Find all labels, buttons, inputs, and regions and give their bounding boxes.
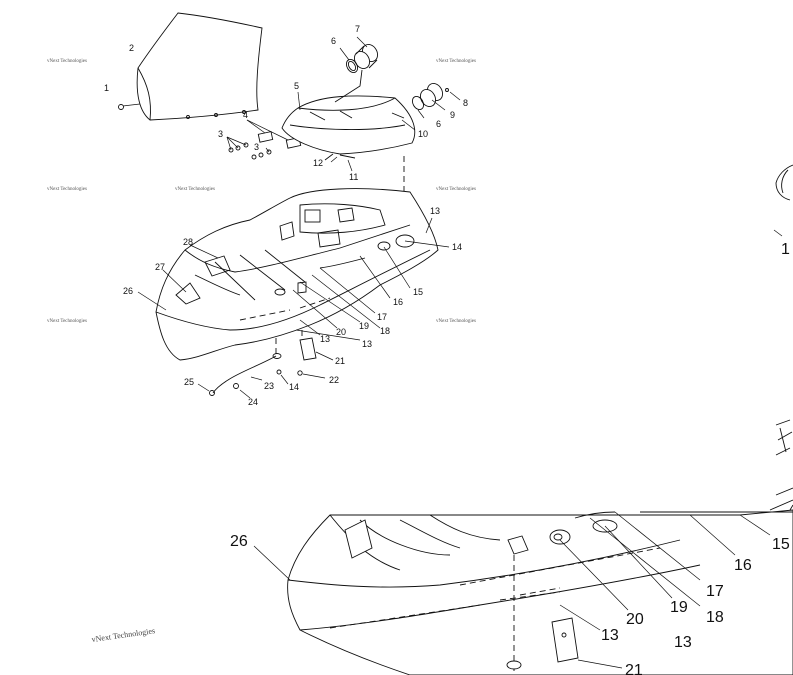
watermark-text: vNext Technologies — [175, 187, 215, 192]
dash-console — [281, 91, 416, 155]
detail-callout-13: 13 — [674, 634, 692, 651]
detail-callouts: 26 20 19 18 17 16 15 13 13 21 — [230, 533, 790, 675]
hood-body — [155, 188, 439, 361]
callout-24: 24 — [248, 397, 258, 407]
windshield — [136, 12, 263, 121]
knob-9 — [420, 83, 461, 111]
detail-callout-16: 16 — [734, 557, 752, 574]
callout-21: 21 — [335, 356, 345, 366]
detail-callout-13: 13 — [601, 627, 619, 644]
callout-12: 12 — [313, 158, 323, 168]
bracket-11-12 — [324, 153, 356, 172]
watermark-text: vNext Technologies — [436, 319, 476, 324]
callout-2: 2 — [129, 43, 134, 53]
ring-6b — [411, 95, 425, 119]
callout-1: 1 — [104, 83, 109, 93]
detail-callout-18: 18 — [706, 609, 724, 626]
callout-3: 3 — [218, 129, 223, 139]
callout-8: 8 — [463, 98, 468, 108]
callout-22: 22 — [329, 375, 339, 385]
callout-26: 26 — [123, 286, 133, 296]
detail-callout-15: 15 — [772, 536, 790, 553]
detail-callout-21: 21 — [625, 662, 643, 675]
callout-18: 18 — [380, 326, 390, 336]
callout-6: 6 — [436, 119, 441, 129]
callout-3: 3 — [254, 142, 259, 152]
right-edge-fragments: 1 — [769, 164, 793, 511]
detail-view — [253, 504, 793, 675]
callout-11: 11 — [349, 172, 358, 182]
callout-27: 27 — [155, 262, 165, 272]
callout-25: 25 — [184, 377, 194, 387]
cable-23-24-25 — [197, 355, 277, 399]
detail-callout-1: 1 — [781, 241, 790, 258]
fasteners-3-4 — [226, 119, 302, 160]
callout-13: 13 — [362, 339, 372, 349]
callout-16: 16 — [393, 297, 403, 307]
callout-28: 28 — [183, 237, 193, 247]
callout-7: 7 — [355, 24, 360, 34]
detail-callout-17: 17 — [706, 583, 724, 600]
hood-leaders — [137, 217, 450, 341]
screw-1 — [118, 103, 141, 110]
watermark-text: vNext Technologies — [436, 187, 476, 192]
screw-22 — [297, 370, 326, 379]
grommet-13-14 — [272, 353, 289, 385]
watermark-text: vNext Technologies — [47, 59, 87, 64]
watermark-text: vNext Technologies — [436, 59, 476, 64]
callout-14: 14 — [289, 382, 299, 392]
callout-5: 5 — [294, 81, 299, 91]
callout-13: 13 — [430, 206, 440, 216]
watermark-text: vNext Technologies — [91, 626, 156, 644]
callout-23: 23 — [264, 381, 274, 391]
callout-4: 4 — [243, 110, 248, 120]
callout-6: 6 — [331, 36, 336, 46]
callout-17: 17 — [377, 312, 387, 322]
detail-callout-19: 19 — [670, 599, 688, 616]
callout-10: 10 — [418, 129, 428, 139]
watermark-text: vNext Technologies — [47, 319, 87, 324]
ring-6 — [339, 47, 359, 74]
top-callouts: 1 2 3 3 4 5 6 7 8 9 6 10 11 12 13 14 15 … — [104, 24, 468, 407]
callout-20: 20 — [336, 327, 346, 337]
detail-callout-20: 20 — [626, 611, 644, 628]
watermark-text: vNext Technologies — [47, 187, 87, 192]
detail-callout-26: 26 — [230, 533, 248, 550]
pin-10 — [391, 112, 416, 131]
callout-14: 14 — [452, 242, 462, 252]
latch-21 — [299, 337, 334, 361]
callout-13: 13 — [320, 334, 330, 344]
callout-15: 15 — [413, 287, 423, 297]
callout-9: 9 — [450, 110, 455, 120]
callout-19: 19 — [359, 321, 369, 331]
